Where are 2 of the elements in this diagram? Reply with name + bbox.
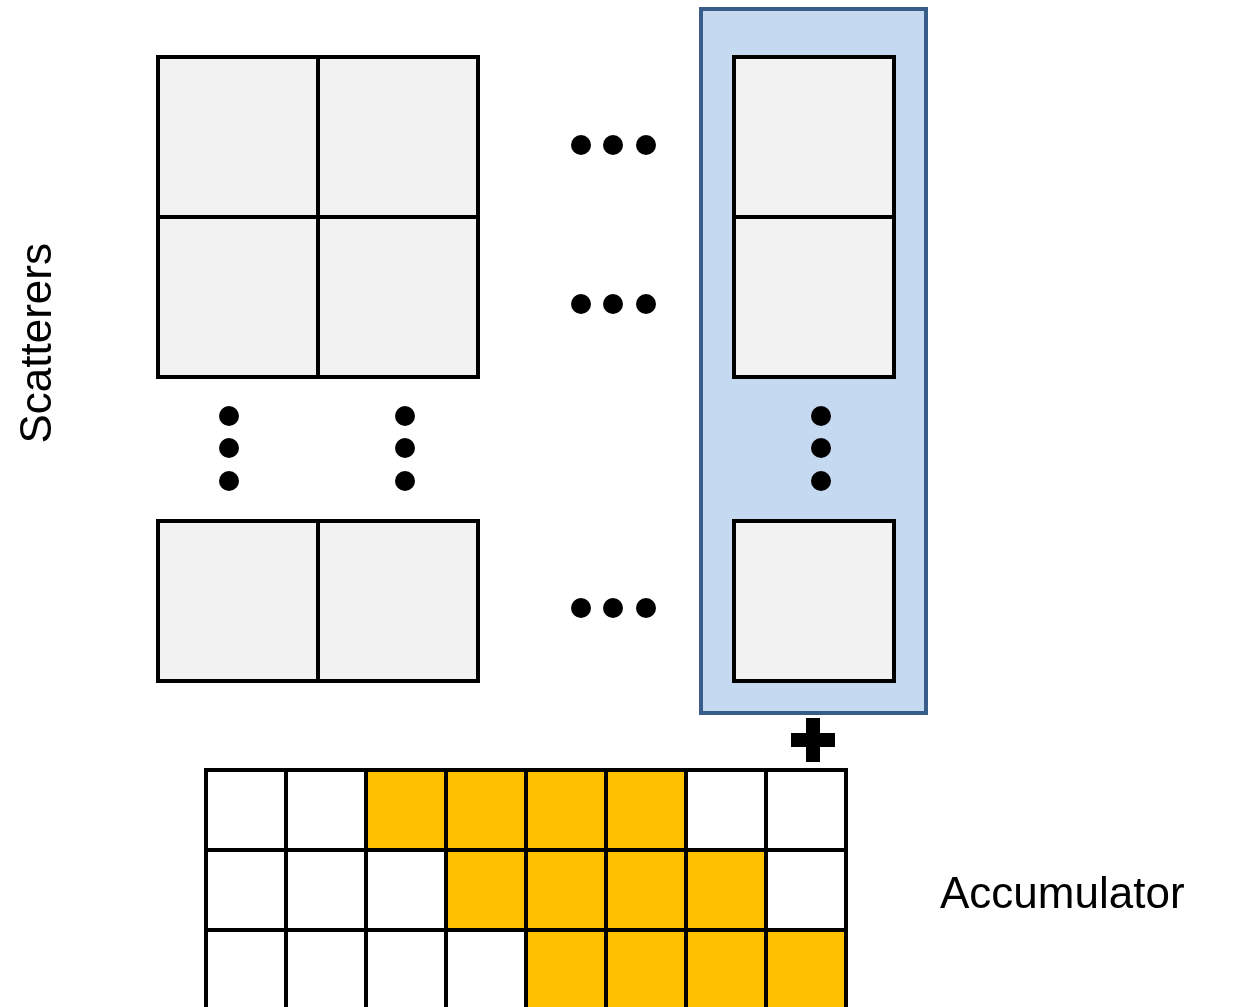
grid-label: Accumulator	[940, 871, 1185, 915]
axis-label: Scatterers	[14, 243, 58, 444]
